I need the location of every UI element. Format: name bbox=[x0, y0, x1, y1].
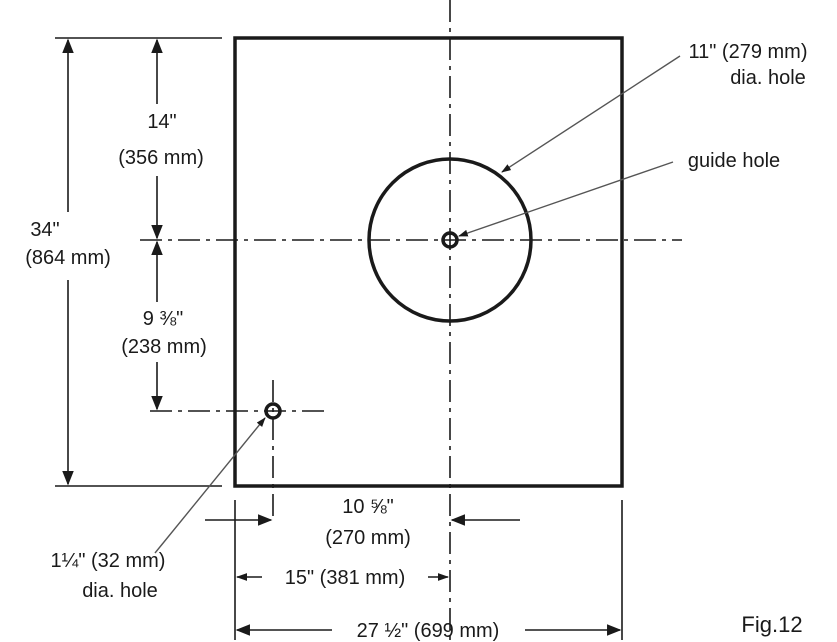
guide-hole-callout-pointer bbox=[458, 161, 674, 237]
guide-hole-circle bbox=[441, 231, 459, 249]
large-hole-callout-line1: 11" (279 mm) bbox=[689, 41, 808, 63]
panel-outline bbox=[233, 36, 624, 488]
total-height-metric: (864 mm) bbox=[25, 247, 111, 269]
small-hole-callout-pointer bbox=[154, 417, 266, 554]
total-width-label: 27 ½" (699 mm) bbox=[357, 620, 500, 642]
small-hole-callout-line2: dia. hole bbox=[82, 580, 158, 602]
top-height-imperial: 14" bbox=[147, 111, 176, 133]
large-hole-callout-pointer bbox=[501, 55, 681, 173]
hole-spacing-imperial: 10 ⅝" bbox=[342, 496, 394, 518]
small-hole-callout-line1: 1¼" (32 mm) bbox=[51, 550, 166, 572]
lower-height-metric: (238 mm) bbox=[121, 336, 207, 358]
total-height-imperial: 34" bbox=[30, 219, 59, 241]
large-hole-circle bbox=[367, 157, 533, 323]
hole-spacing-metric: (270 mm) bbox=[325, 527, 411, 549]
lower-height-imperial: 9 ⅜" bbox=[143, 308, 183, 330]
figure-label: Fig.12 bbox=[741, 612, 802, 637]
large-hole-callout-line2: dia. hole bbox=[730, 67, 806, 89]
guide-hole-callout: guide hole bbox=[688, 150, 780, 172]
center-offset-label: 15" (381 mm) bbox=[285, 567, 405, 589]
top-height-metric: (356 mm) bbox=[118, 147, 204, 169]
small-hole-circle bbox=[264, 402, 282, 420]
